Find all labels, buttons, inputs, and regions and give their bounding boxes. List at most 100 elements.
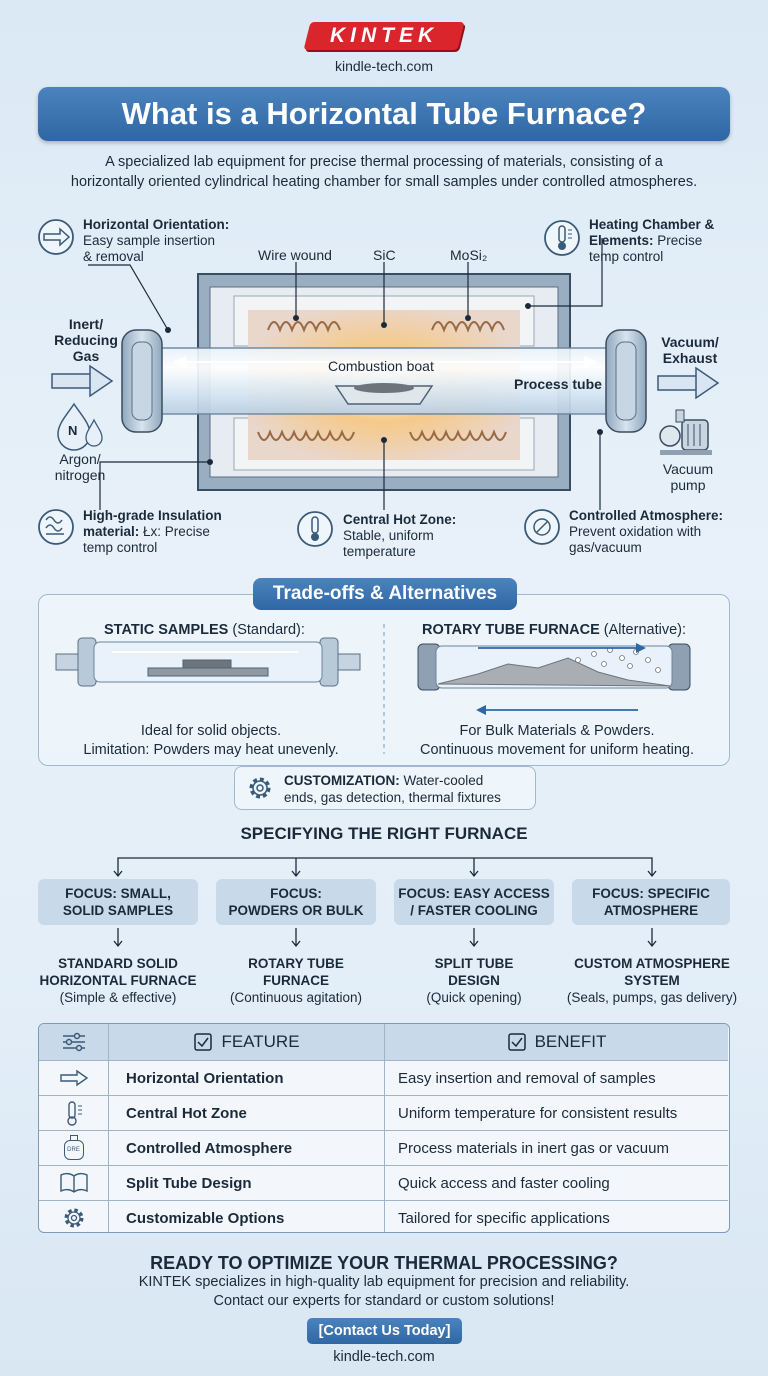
gas-droplets-icon bbox=[57, 402, 103, 451]
table-row: Split Tube Design Quick access and faste… bbox=[39, 1165, 728, 1200]
label-argon-nitrogen: Argon/ nitrogen bbox=[40, 451, 120, 483]
focus-line: FOCUS: SPECIFIC bbox=[592, 886, 710, 901]
rotary-line: For Bulk Materials & Powders. bbox=[459, 723, 655, 739]
table-row: Central Hot Zone Uniform temperature for… bbox=[39, 1095, 728, 1130]
benefit-cell: Easy insertion and removal of samples bbox=[398, 1069, 656, 1087]
label-vacuum-pump: Vacuum pump bbox=[648, 461, 728, 493]
static-line: Ideal for solid objects. bbox=[140, 723, 282, 739]
label-vacuum-exhaust: Vacuum/ Exhaust bbox=[650, 334, 730, 366]
label-mosi2: MoSi₂ bbox=[450, 247, 488, 263]
callout-line: Stable, uniform bbox=[343, 528, 434, 543]
rotary-heading: ROTARY TUBE FURNACE (Alternative): bbox=[422, 622, 686, 638]
gas-bottle-label: DRE bbox=[63, 1140, 84, 1160]
subtitle-line-2: horizontally oriented cylindrical heatin… bbox=[70, 174, 698, 190]
leader-dot bbox=[381, 322, 387, 328]
site-url-bottom[interactable]: kindle-tech.com bbox=[333, 1349, 435, 1365]
customization-text: CUSTOMIZATION: Water-cooled ends, gas de… bbox=[284, 772, 501, 806]
hotzone-thermometer-icon bbox=[311, 516, 319, 541]
result-line: DESIGN bbox=[448, 973, 500, 988]
header-benefit-label: BENEFIT bbox=[534, 1032, 607, 1051]
cta-line: Contact our experts for standard or cust… bbox=[213, 1293, 555, 1309]
result-line: STANDARD SOLID bbox=[58, 956, 178, 971]
focus-line: POWDERS OR BULK bbox=[228, 903, 364, 918]
benefit-cell: Quick access and faster cooling bbox=[398, 1174, 610, 1192]
callout-line: Łx: Precise bbox=[143, 524, 210, 539]
subtitle-line-1: A specialized lab equipment for precise … bbox=[105, 154, 663, 170]
callout-controlled-atmosphere: Controlled Atmosphere: Prevent oxidation… bbox=[569, 508, 723, 556]
atmosphere-icon bbox=[533, 518, 551, 536]
customization-line: Water-cooled bbox=[403, 773, 484, 788]
label-process-tube: Process tube bbox=[514, 376, 602, 392]
callout-line: temp control bbox=[83, 540, 158, 555]
callout-line: gas/vacuum bbox=[569, 540, 642, 555]
callout-heating-chamber: Heating Chamber & Elements: Precise temp… bbox=[589, 217, 714, 265]
flow-arrow-left bbox=[172, 356, 186, 368]
hotzone-circle-icon bbox=[297, 511, 333, 547]
outlet-line: Vacuum/ bbox=[661, 334, 719, 350]
feature-cell: Customizable Options bbox=[109, 1201, 385, 1232]
benefit-cell: Process materials in inert gas or vacuum bbox=[398, 1139, 669, 1157]
static-description: Ideal for solid objects. Limitation: Pow… bbox=[38, 722, 384, 760]
table-row: DRE Controlled Atmosphere Process materi… bbox=[39, 1130, 728, 1165]
cta-title: READY TO OPTIMIZE YOUR THERMAL PROCESSIN… bbox=[150, 1253, 618, 1273]
callout-title: Controlled Atmosphere: bbox=[569, 508, 724, 523]
header-feature-label: FEATURE bbox=[221, 1032, 300, 1051]
result-note: (Continuous agitation) bbox=[229, 990, 363, 1005]
decision-tree-lines bbox=[113, 857, 657, 948]
result-item: STANDARD SOLID HORIZONTAL FURNACE (Simpl… bbox=[28, 955, 208, 1006]
tradeoffs-title: Trade-offs & Alternatives bbox=[253, 578, 517, 610]
result-line: SYSTEM bbox=[624, 973, 680, 988]
callout-title: High-grade Insulation bbox=[83, 508, 222, 523]
static-line: Limitation: Powders may heat unevenly. bbox=[83, 742, 339, 758]
result-line: HORIZONTAL FURNACE bbox=[39, 973, 197, 988]
furnace-diagram bbox=[38, 219, 720, 547]
inlet-line: Inert/ bbox=[68, 316, 104, 332]
result-note: (Simple & effective) bbox=[59, 990, 177, 1005]
outlet-arrow-icon bbox=[657, 366, 720, 400]
insulation-icon bbox=[45, 516, 64, 535]
label-wire-wound: Wire wound bbox=[258, 247, 332, 263]
page-title: What is a Horizontal Tube Furnace? bbox=[38, 87, 730, 141]
arrow-right-icon bbox=[39, 1061, 109, 1095]
gas-bottle-icon: DRE bbox=[39, 1131, 109, 1165]
static-heading: STATIC SAMPLES (Standard): bbox=[104, 622, 305, 638]
rotary-line: Continuous movement for uniform heating. bbox=[419, 742, 695, 758]
sliders-icon bbox=[39, 1024, 109, 1060]
static-heading-bold: STATIC SAMPLES bbox=[104, 622, 229, 638]
callout-title: Central Hot Zone: bbox=[343, 512, 457, 527]
arrow-right-icon bbox=[43, 227, 71, 247]
result-note: (Seals, pumps, gas delivery) bbox=[566, 990, 738, 1005]
flow-arrow-right bbox=[584, 356, 598, 368]
callout-line: temperature bbox=[343, 544, 416, 559]
result-note: (Quick opening) bbox=[426, 990, 522, 1005]
result-item: SPLIT TUBE DESIGN (Quick opening) bbox=[384, 955, 564, 1006]
label-inlet-gas: Inert/ Reducing Gas bbox=[46, 316, 126, 364]
table-row: Horizontal Orientation Easy insertion an… bbox=[39, 1060, 728, 1095]
cta-line: KINTEK specializes in high-quality lab e… bbox=[138, 1274, 630, 1290]
callout-line: Easy sample insertion bbox=[83, 233, 216, 248]
gas-name-line: Argon/ bbox=[59, 451, 101, 467]
contact-us-button[interactable]: [Contact Us Today] bbox=[307, 1318, 462, 1344]
result-line: SPLIT TUBE bbox=[434, 956, 514, 971]
outlet-line: Exhaust bbox=[662, 350, 718, 366]
callout-line: temp control bbox=[589, 249, 664, 264]
arrow-circle-icon bbox=[38, 219, 74, 255]
leader-dot bbox=[465, 315, 471, 321]
inlet-line: Gas bbox=[72, 348, 100, 364]
static-tube-illustration bbox=[55, 637, 361, 687]
site-url-top[interactable]: kindle-tech.com bbox=[334, 58, 434, 74]
result-line: ROTARY TUBE bbox=[248, 956, 344, 971]
gas-symbol: N bbox=[68, 423, 78, 438]
table-row: Customizable Options Tailored for specif… bbox=[39, 1200, 728, 1232]
tradeoffs-illustrations bbox=[55, 624, 691, 754]
leader-dot bbox=[293, 315, 299, 321]
pump-line: Vacuum bbox=[662, 461, 714, 477]
callout-title: Elements: bbox=[589, 233, 654, 248]
flange-right bbox=[605, 329, 647, 433]
customization-line: ends, gas detection, thermal fixtures bbox=[284, 790, 501, 805]
focus-line: ATMOSPHERE bbox=[603, 903, 699, 918]
feature-cell: Central Hot Zone bbox=[109, 1096, 385, 1130]
feature-benefit-table: FEATURE BENEFIT Horizontal Orientation E… bbox=[38, 1023, 730, 1233]
page-subtitle: A specialized lab equipment for precise … bbox=[30, 152, 738, 192]
specifying-title: SPECIFYING THE RIGHT FURNACE bbox=[240, 824, 528, 843]
